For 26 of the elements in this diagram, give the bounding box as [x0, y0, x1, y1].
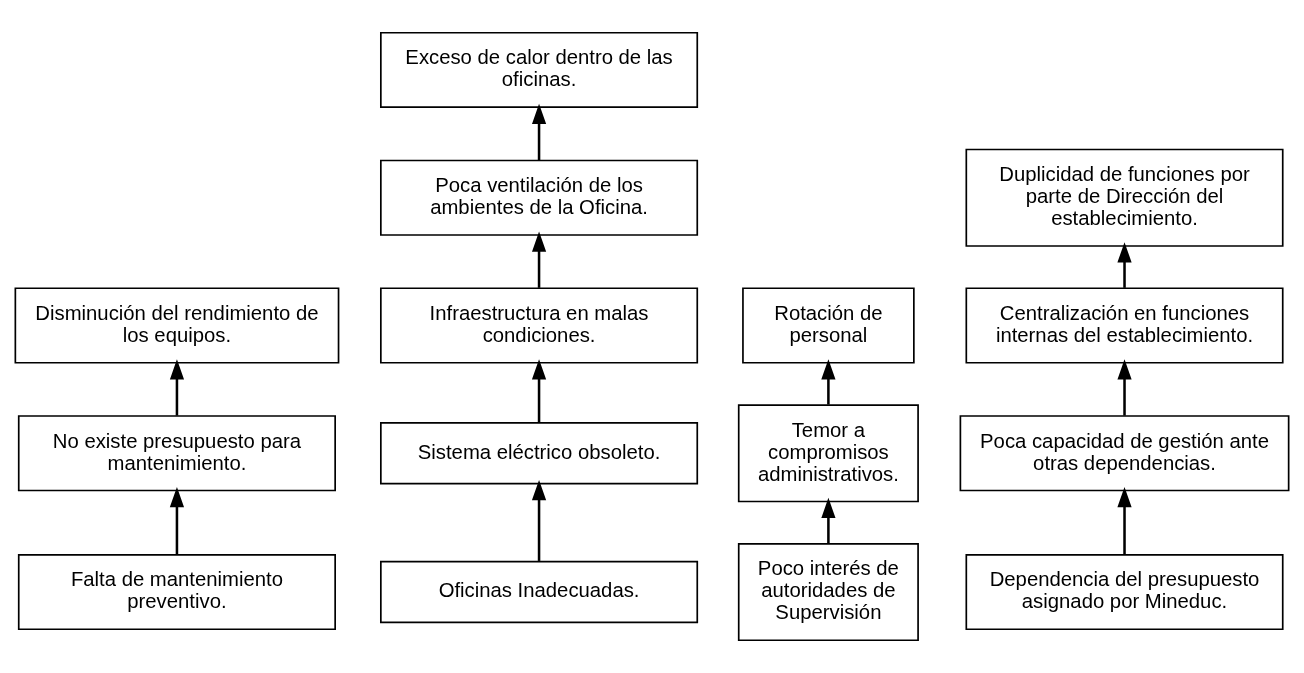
node-box: Rotación de personal — [742, 287, 915, 364]
node-box: Oficinas Inadecuadas. — [380, 560, 699, 624]
arrow — [169, 359, 185, 416]
arrow — [169, 486, 185, 555]
arrow — [821, 359, 836, 405]
node-box: Poca capacidad de gestión ante otras dependencias. — [959, 415, 1290, 492]
arrow — [1117, 359, 1132, 416]
node-box: Dependencia del presupuesto asignado por Mineduc. — [965, 553, 1284, 631]
node-box: Falta de mantenimiento preventivo. — [17, 553, 336, 631]
node-box: Temor a compromisos administrativos. — [737, 404, 919, 503]
node-box: Poca ventilación de los ambientes de la Oficina. — [380, 159, 699, 236]
arrow — [531, 231, 547, 288]
node-box: Sistema eléctrico obsoleto. — [380, 421, 699, 485]
node-box: Infraestructura en malas condiciones. — [380, 287, 699, 364]
arrow — [531, 359, 547, 423]
node-box: Poco interés de autoridades de Supervisión — [737, 542, 919, 642]
arrow — [531, 103, 547, 161]
node-box: No existe presupuesto para mantenimiento. — [17, 415, 336, 492]
arrow — [1117, 242, 1132, 288]
arrow — [531, 479, 547, 561]
node-box: Disminución del rendimiento de los equipos. — [14, 287, 340, 364]
arrow — [821, 497, 836, 544]
node-box: Centralización en funciones internas del establecimiento. — [965, 287, 1284, 364]
arrow — [1117, 486, 1132, 555]
node-box: Exceso de calor dentro de las oficinas. — [380, 31, 699, 109]
node-box: Duplicidad de funciones por parte de Dirección del establecimiento. — [965, 148, 1284, 247]
